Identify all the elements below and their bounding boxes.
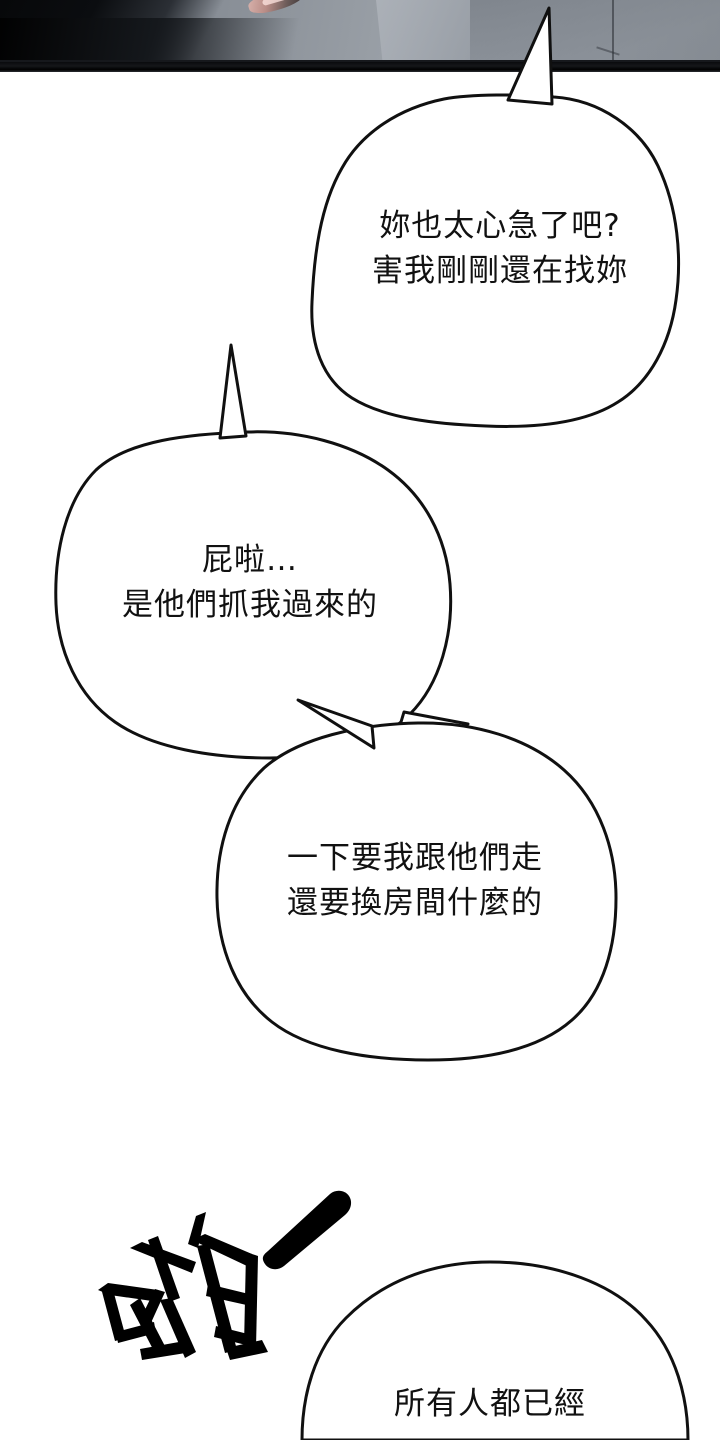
panel-inner-edge-line — [0, 60, 720, 62]
top-photo-panel — [0, 0, 720, 72]
bubble3-text: 一下要我跟他們走 還要換房間什麼的 — [287, 840, 543, 921]
bubble4-text: 所有人都已經 — [394, 1386, 586, 1422]
panel-bottom-edge — [0, 62, 720, 72]
bubble2-point — [390, 710, 470, 754]
sound-effect-slap-glyph — [98, 1190, 352, 1360]
bubble2-tail — [218, 343, 248, 440]
panel-seam-vertical — [612, 0, 614, 64]
bubble3-tail — [296, 698, 376, 750]
bubble1-text: 妳也太心急了吧? 害我剛剛還在找妳 — [372, 208, 628, 289]
bubble2-text: 屁啦… 是他們抓我過來的 — [122, 542, 378, 623]
